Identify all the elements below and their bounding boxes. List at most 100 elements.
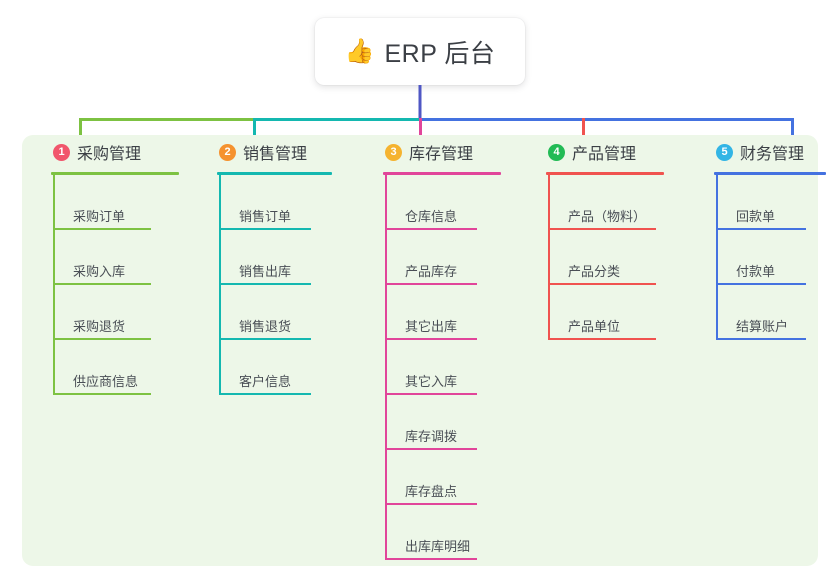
branch-item-rule (53, 338, 151, 340)
branch-item[interactable]: 销售退货 (219, 285, 338, 340)
branch-item-label: 结算账户 (736, 319, 789, 334)
branch-item[interactable]: 付款单 (716, 230, 832, 285)
branch-title: 销售管理 (243, 146, 308, 163)
branch-item-rule (385, 338, 477, 340)
branch-item-rule (219, 283, 311, 285)
branch-title: 财务管理 (740, 146, 805, 163)
branch-item-rule (385, 393, 477, 395)
branch-item-label: 库存调拨 (405, 429, 458, 444)
branch-item-rule (548, 338, 656, 340)
branch-item-rule (219, 338, 311, 340)
branch-item[interactable]: 采购退货 (53, 285, 185, 340)
branch-item-label: 销售退货 (239, 319, 292, 334)
root-node-card[interactable]: 👍 ERP 后台 (315, 18, 525, 85)
branch-item-rule (53, 393, 151, 395)
branch-item[interactable]: 回款单 (716, 175, 832, 230)
branch-spine (548, 175, 550, 340)
branch-item-label: 销售订单 (239, 209, 292, 224)
branch-item-label: 其它入库 (405, 374, 458, 389)
branch-item[interactable]: 客户信息 (219, 340, 338, 395)
branch-item-rule (53, 283, 151, 285)
branch-item-list: 仓库信息产品库存其它出库其它入库库存调拨库存盘点出库库明细 (385, 175, 507, 560)
branch-item-label: 其它出库 (405, 319, 458, 334)
branch-item-list: 销售订单销售出库销售退货客户信息 (219, 175, 338, 395)
branch-item-label: 产品分类 (568, 264, 621, 279)
branch-item-rule (53, 228, 151, 230)
branch-header-rule (217, 172, 332, 175)
branch-item-label: 销售出库 (239, 264, 292, 279)
branch-header-rule (546, 172, 664, 175)
branch-header[interactable]: 5 财务管理 (700, 135, 832, 169)
branch-column: 2 销售管理销售订单销售出库销售退货客户信息 (203, 135, 338, 395)
branch-item-rule (385, 228, 477, 230)
branch-column: 3 库存管理仓库信息产品库存其它出库其它入库库存调拨库存盘点出库库明细 (369, 135, 507, 560)
branch-item[interactable]: 库存调拨 (385, 395, 507, 450)
branch-item[interactable]: 产品单位 (548, 285, 670, 340)
branch-item-label: 仓库信息 (405, 209, 458, 224)
branch-item-label: 采购订单 (73, 209, 126, 224)
branch-title: 产品管理 (572, 146, 637, 163)
branch-item[interactable]: 其它出库 (385, 285, 507, 340)
branch-item-label: 库存盘点 (405, 484, 458, 499)
branch-item[interactable]: 产品库存 (385, 230, 507, 285)
branch-item[interactable]: 出库库明细 (385, 505, 507, 560)
branches-panel: 1 采购管理采购订单采购入库采购退货供应商信息 2 销售管理销售订单销售出库销售退货客… (22, 135, 826, 566)
branch-item-label: 客户信息 (239, 374, 292, 389)
branch-item-list: 回款单付款单结算账户 (716, 175, 832, 340)
branch-header-rule (714, 172, 826, 175)
root-node-title: ERP 后台 (384, 39, 496, 68)
branch-item-label: 供应商信息 (73, 374, 139, 389)
branch-header[interactable]: 3 库存管理 (369, 135, 507, 169)
branch-item[interactable]: 采购订单 (53, 175, 185, 230)
branch-number-badge: 5 (716, 143, 733, 161)
branch-item-rule (385, 283, 477, 285)
branch-item-label: 回款单 (736, 209, 776, 224)
branch-item[interactable]: 采购入库 (53, 230, 185, 285)
branch-item-rule (716, 228, 806, 230)
branch-item-list: 采购订单采购入库采购退货供应商信息 (53, 175, 185, 395)
branch-item-label: 产品单位 (568, 319, 621, 334)
branch-item-label: 采购入库 (73, 264, 126, 279)
branch-item-label: 出库库明细 (405, 539, 471, 554)
branch-item[interactable]: 供应商信息 (53, 340, 185, 395)
branch-item-label: 付款单 (736, 264, 776, 279)
branch-item-rule (385, 448, 477, 450)
branch-number-badge: 1 (53, 143, 70, 161)
branch-column: 5 财务管理回款单付款单结算账户 (700, 135, 832, 340)
branch-number-badge: 3 (385, 143, 402, 161)
branch-item-rule (385, 558, 477, 560)
branch-header[interactable]: 4 产品管理 (532, 135, 670, 169)
branch-header-rule (383, 172, 501, 175)
branch-item[interactable]: 结算账户 (716, 285, 832, 340)
branch-column: 1 采购管理采购订单采购入库采购退货供应商信息 (37, 135, 185, 395)
branch-item-rule (716, 283, 806, 285)
branch-number-badge: 2 (219, 143, 236, 161)
branch-item-label: 产品（物料） (568, 209, 647, 224)
branch-item[interactable]: 仓库信息 (385, 175, 507, 230)
branch-item[interactable]: 产品分类 (548, 230, 670, 285)
branch-spine (53, 175, 55, 395)
branch-title: 采购管理 (77, 146, 142, 163)
branch-number-badge: 4 (548, 143, 565, 161)
branch-header[interactable]: 1 采购管理 (37, 135, 185, 169)
branch-header[interactable]: 2 销售管理 (203, 135, 338, 169)
branch-item[interactable]: 其它入库 (385, 340, 507, 395)
branch-spine (219, 175, 221, 395)
branch-item[interactable]: 销售订单 (219, 175, 338, 230)
branch-item[interactable]: 产品（物料） (548, 175, 670, 230)
branch-title: 库存管理 (409, 146, 474, 163)
branch-item-rule (716, 338, 806, 340)
branch-item-rule (548, 283, 656, 285)
branch-header-rule (51, 172, 179, 175)
branch-item-list: 产品（物料） 产品分类产品单位 (548, 175, 670, 340)
branch-item-rule (385, 503, 477, 505)
branch-item-label: 采购退货 (73, 319, 126, 334)
branch-item-rule (219, 228, 311, 230)
branch-spine (385, 175, 387, 560)
branch-item-label: 产品库存 (405, 264, 458, 279)
branch-item-rule (219, 393, 311, 395)
branch-item[interactable]: 销售出库 (219, 230, 338, 285)
thumbs-up-icon: 👍 (344, 37, 375, 65)
branch-item[interactable]: 库存盘点 (385, 450, 507, 505)
branch-item-rule (548, 228, 656, 230)
